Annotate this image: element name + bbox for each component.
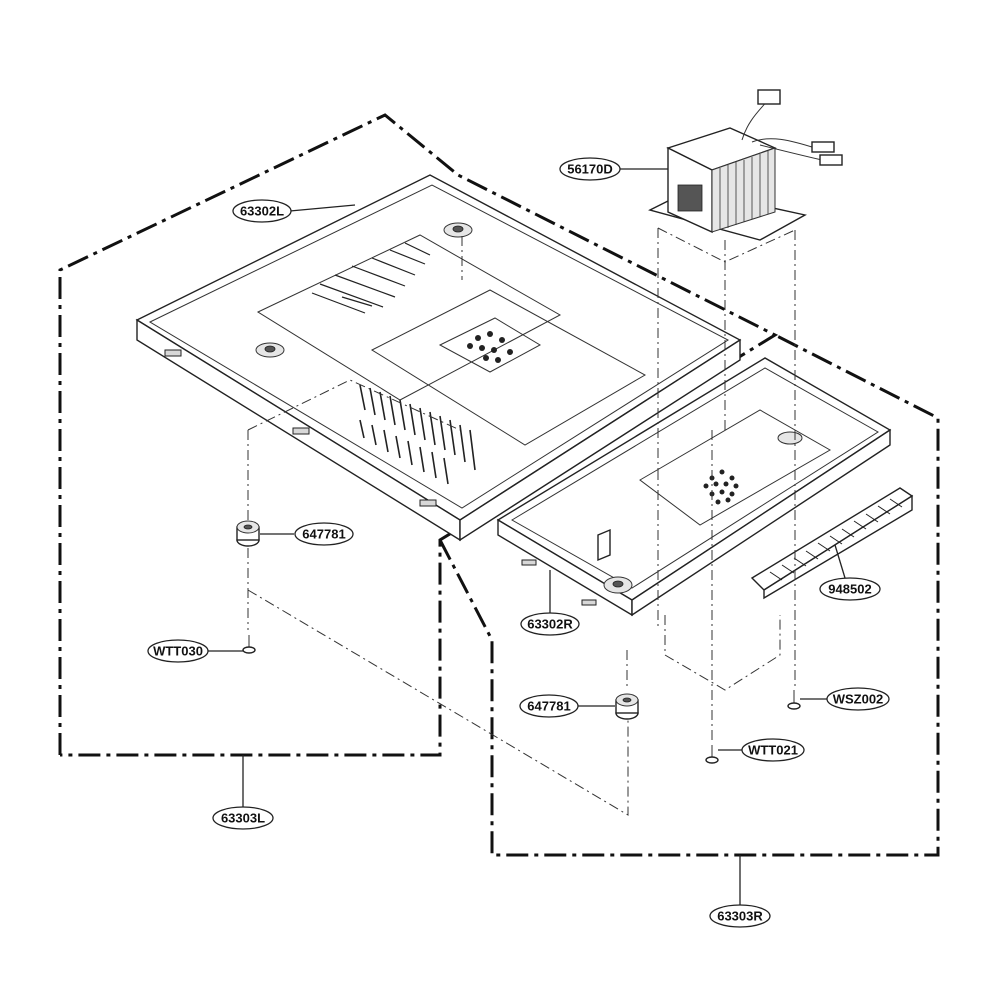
- screw-transformer: [787, 690, 801, 710]
- assembly-left-border: [58, 113, 779, 757]
- label-WSZ002-text: WSZ002: [833, 692, 884, 707]
- base-plate-right: [496, 357, 892, 617]
- label-63303L: 63303L: [212, 755, 274, 830]
- label-63303R: 63303R: [709, 855, 771, 928]
- foot-left: [236, 520, 260, 547]
- label-63302L-text: 63302L: [240, 204, 284, 219]
- base-plate-left: [135, 174, 742, 542]
- label-63303L-text: 63303L: [221, 811, 265, 826]
- label-WTT030-text: WTT030: [153, 644, 203, 659]
- label-647781-left: 647781: [260, 522, 354, 546]
- transformer: [648, 89, 843, 241]
- screw-right: [705, 745, 719, 764]
- label-647781-right-text: 647781: [527, 699, 570, 714]
- label-56170D: 56170D: [559, 157, 668, 181]
- label-63303R-text: 63303R: [717, 909, 763, 924]
- label-63302R-text: 63302R: [527, 617, 573, 632]
- label-948502: 948502: [819, 544, 881, 601]
- label-647781-left-text: 647781: [302, 527, 345, 542]
- label-647781-right: 647781: [519, 694, 615, 718]
- label-63302L: 63302L: [232, 199, 356, 223]
- label-WTT021-text: WTT021: [748, 743, 798, 758]
- assembly-guide-lines: [247, 227, 796, 816]
- label-948502-text: 948502: [828, 582, 871, 597]
- gasket-strip: [750, 487, 914, 600]
- foot-right: [615, 693, 639, 720]
- label-WTT030: WTT030: [147, 639, 243, 663]
- screw-left: [242, 635, 256, 654]
- label-WTT021: WTT021: [718, 738, 805, 762]
- label-63302R: 63302R: [520, 570, 580, 636]
- label-56170D-text: 56170D: [567, 162, 613, 177]
- label-WSZ002: WSZ002: [800, 687, 890, 711]
- assembly-right-border: [438, 333, 940, 857]
